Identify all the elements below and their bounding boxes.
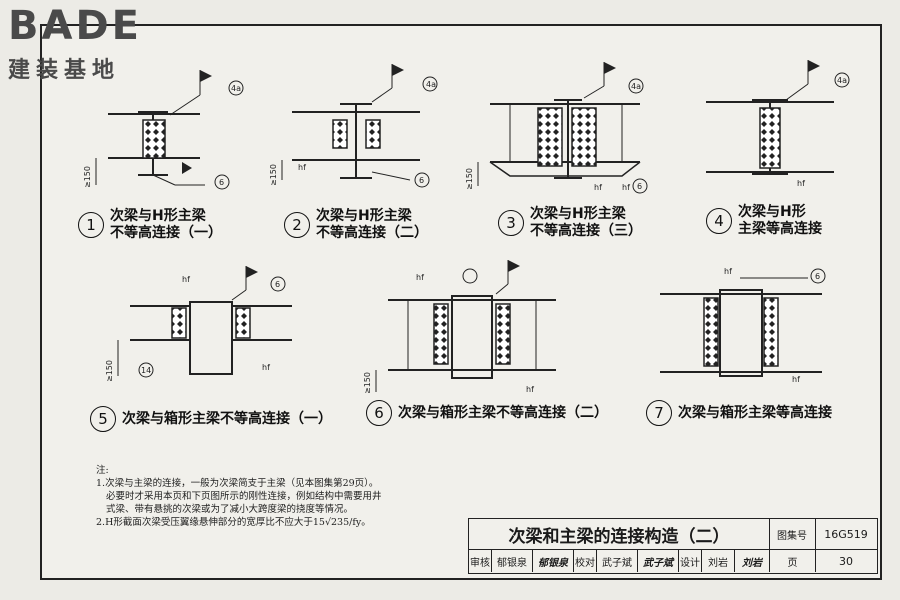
page-label: 页 [770, 550, 816, 572]
caption-detail-6: 6 次梁与箱形主梁不等高连接（二） [366, 400, 608, 426]
caption-2-line2: 不等高连接（二） [316, 225, 428, 241]
weld-tag-4a-2: 4a [426, 80, 436, 89]
dim-150-2: ≥150 [269, 164, 278, 186]
caption-detail-7: 7 次梁与箱形主梁等高连接 [646, 400, 832, 426]
weld-tag-6-1: 6 [219, 178, 224, 187]
design-name: 刘岩 [702, 550, 735, 572]
caption-detail-2: 2 次梁与H形主梁 不等高连接（二） [284, 208, 428, 242]
hf-label-4: hf [797, 179, 805, 188]
detail-number-3: 3 [498, 210, 524, 236]
weld-tag-4a-1: 4a [231, 84, 241, 93]
detail-1-drawing [95, 70, 244, 190]
hf-label-7b: hf [792, 375, 800, 384]
hf-label-7a: hf [724, 267, 732, 276]
caption-4-line1: 次梁与H形 [738, 204, 806, 220]
notes-block: 注: 1.次梁与主梁的连接，一般为次梁简支于主梁（见本图集第29页）。 必要时才… [96, 464, 456, 529]
design-signature: 刘岩 [735, 550, 770, 572]
detail-number-2: 2 [284, 212, 310, 238]
weld-tag-4a-3: 4a [631, 82, 641, 91]
detail-number-7: 7 [646, 400, 672, 426]
watermark-logo: BADE 建装基地 [8, 6, 142, 84]
check-name: 武子斌 [597, 550, 638, 572]
caption-1-line2: 不等高连接（一） [110, 225, 222, 241]
dim-150-3: ≥150 [465, 168, 474, 190]
notes-heading: 注: [96, 465, 109, 476]
weld-tag-6-7: 6 [815, 272, 820, 281]
detail-5-drawing [117, 266, 292, 378]
title-block: 次梁和主梁的连接构造（二） 图集号 16G519 审核 郁银泉 郁银泉 校对 武… [468, 518, 878, 574]
check-label: 校对 [574, 550, 597, 572]
caption-detail-3: 3 次梁与H形主梁 不等高连接（三） [498, 206, 642, 240]
caption-4-line2: 主梁等高连接 [738, 221, 822, 237]
dim-150-6: ≥150 [363, 372, 372, 394]
review-name: 郁银泉 [492, 550, 533, 572]
caption-2-line1: 次梁与H形主梁 [316, 208, 412, 224]
hf-label-5a: hf [182, 275, 190, 284]
detail-3-drawing [477, 62, 648, 194]
detail-number-1: 1 [78, 212, 104, 238]
detail-4-drawing [706, 60, 850, 175]
caption-3-line1: 次梁与H形主梁 [530, 206, 626, 222]
drawing-title: 次梁和主梁的连接构造（二） [469, 519, 770, 549]
hf-label-6a: hf [416, 273, 424, 282]
caption-5-line1: 次梁与箱形主梁不等高连接（一） [122, 410, 332, 427]
detail-number-4: 4 [706, 208, 732, 234]
hf-label-2: hf [298, 163, 306, 172]
weld-tag-6-3: 6 [637, 182, 642, 191]
weld-tag-14-5: 14 [141, 366, 151, 375]
atlas-no-label: 图集号 [769, 519, 816, 549]
caption-detail-5: 5 次梁与箱形主梁不等高连接（一） [90, 406, 332, 432]
caption-7-line1: 次梁与箱形主梁等高连接 [678, 404, 832, 421]
caption-1-line1: 次梁与H形主梁 [110, 208, 206, 224]
detail-number-5: 5 [90, 406, 116, 432]
dim-150-1: ≥150 [83, 166, 92, 188]
detail-number-6: 6 [366, 400, 392, 426]
hf-label-5b: hf [262, 363, 270, 372]
detail-6-drawing [375, 260, 556, 392]
note-line-2: 必要时才采用本页和下页图所示的刚性连接，例如结构中需要用井 [106, 491, 382, 502]
review-signature: 郁银泉 [533, 550, 574, 572]
weld-tag-6-5: 6 [275, 280, 280, 289]
caption-detail-1: 1 次梁与H形主梁 不等高连接（一） [78, 208, 222, 242]
hf-label-3a: hf [594, 183, 602, 192]
page-number: 30 [839, 554, 853, 568]
atlas-no-value: 16G519 [824, 527, 868, 541]
hf-label-6b: hf [526, 385, 534, 394]
hf-label-3b: hf [622, 183, 630, 192]
drawing-sheet [40, 24, 882, 580]
caption-detail-4: 4 次梁与H形 主梁等高连接 [706, 204, 822, 238]
design-label: 设计 [679, 550, 702, 572]
weld-tag-6-2: 6 [419, 176, 424, 185]
detail-2-drawing [281, 64, 438, 188]
note-line-1: 1.次梁与主梁的连接，一般为次梁简支于主梁（见本图集第29页）。 [96, 478, 379, 489]
note-line-4: 2.H形截面次梁受压翼缘悬伸部分的宽厚比不应大于15√235/fy。 [96, 517, 371, 528]
caption-3-line2: 不等高连接（三） [530, 223, 642, 239]
weld-tag-4a-4: 4a [837, 76, 847, 85]
review-label: 审核 [469, 550, 492, 572]
watermark-brand: BADE [8, 3, 142, 49]
caption-6-line1: 次梁与箱形主梁不等高连接（二） [398, 404, 608, 421]
detail-7-drawing [660, 268, 826, 377]
note-line-3: 式梁、带有悬挑的次梁或为了减小大跨度梁的挠度等情况。 [106, 504, 354, 515]
dim-150-5: ≥150 [105, 360, 114, 382]
check-signature: 武子斌 [638, 550, 679, 572]
watermark-subtitle: 建装基地 [8, 58, 121, 83]
